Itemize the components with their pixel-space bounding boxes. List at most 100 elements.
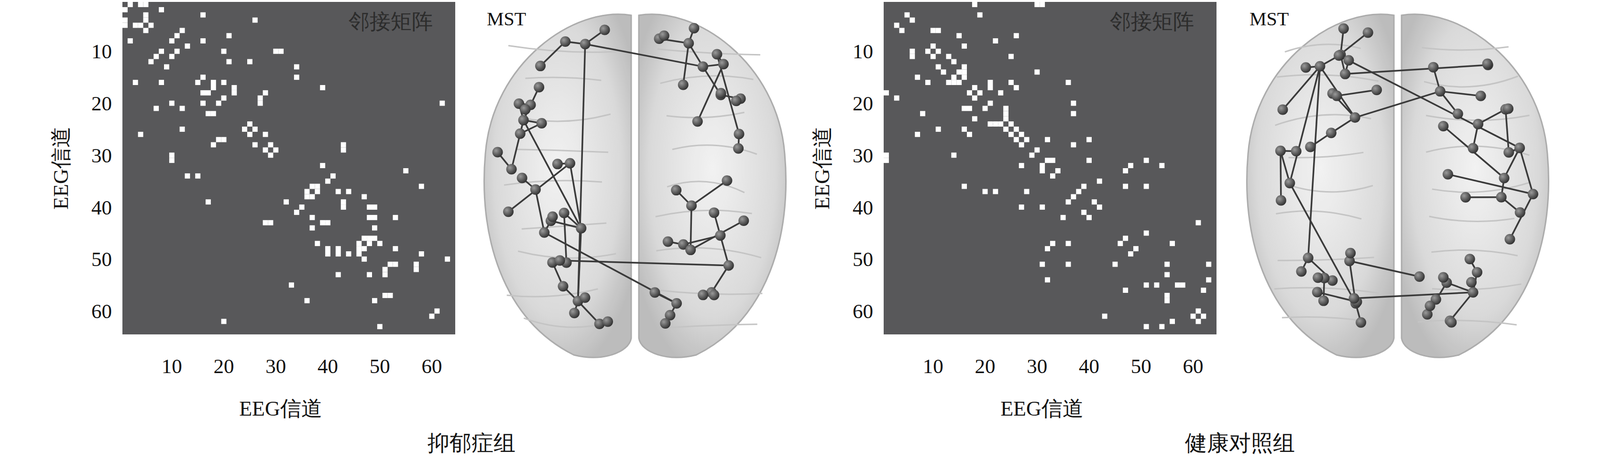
electrode-node bbox=[697, 61, 709, 72]
adjacency-dot bbox=[1065, 199, 1072, 205]
adjacency-dot bbox=[393, 215, 399, 221]
mst-edge bbox=[559, 260, 729, 266]
adjacency-dot bbox=[372, 204, 378, 210]
adjacency-dot bbox=[1180, 282, 1186, 288]
axis-tick: 40 bbox=[1078, 356, 1100, 377]
adjacency-dot bbox=[319, 163, 326, 169]
electrode-node bbox=[558, 208, 570, 219]
adjacency-dot bbox=[1008, 131, 1014, 138]
electrode-node bbox=[1333, 50, 1345, 61]
mst-edge bbox=[523, 120, 582, 229]
adjacency-dot bbox=[925, 79, 931, 86]
adjacency-dot bbox=[185, 173, 191, 179]
adjacency-dot bbox=[1034, 1, 1040, 8]
adjacency-dot bbox=[956, 69, 962, 75]
adjacency-dot bbox=[138, 22, 144, 29]
adjacency-dot bbox=[1060, 215, 1066, 221]
adjacency-dot bbox=[992, 121, 998, 127]
electrode-node bbox=[692, 116, 703, 127]
adjacency-dot bbox=[393, 246, 399, 252]
electrode-node bbox=[659, 318, 671, 329]
adjacency-dot bbox=[418, 251, 425, 257]
adjacency-dot bbox=[309, 184, 316, 190]
adjacency-dot bbox=[132, 22, 139, 29]
adjacency-dot bbox=[127, 1, 133, 8]
brain-mst bbox=[483, 14, 1549, 358]
brain-gyrus bbox=[660, 76, 754, 84]
adjacency-dot bbox=[961, 69, 967, 75]
electrode-node bbox=[1371, 84, 1382, 96]
adjacency-dot bbox=[434, 308, 440, 315]
adjacency-dot bbox=[1008, 54, 1014, 60]
adjacency-dot bbox=[143, 12, 149, 18]
adjacency-dot bbox=[319, 85, 326, 91]
electrode-node bbox=[1503, 147, 1514, 158]
matrix-background bbox=[122, 1, 456, 335]
adjacency-dot bbox=[1075, 189, 1082, 195]
mst-edge bbox=[578, 43, 586, 302]
adjacency-dot bbox=[221, 318, 227, 325]
adjacency-dot bbox=[241, 126, 248, 132]
electrode-node bbox=[731, 95, 742, 107]
adjacency-dot bbox=[335, 246, 341, 252]
electrode-node bbox=[678, 79, 689, 90]
adjacency-dot bbox=[1096, 204, 1103, 210]
electrode-node bbox=[503, 206, 514, 218]
adjacency-dot bbox=[340, 199, 347, 205]
adjacency-dot bbox=[1122, 168, 1129, 174]
mst-edge bbox=[1354, 292, 1474, 299]
adjacency-dot bbox=[1050, 173, 1056, 179]
adjacency-dot bbox=[169, 38, 175, 44]
adjacency-dot bbox=[247, 121, 253, 127]
adjacency-dot bbox=[185, 43, 191, 49]
adjacency-dot bbox=[200, 74, 206, 80]
electrode-node bbox=[715, 87, 727, 99]
adjacency-dot bbox=[294, 64, 300, 70]
electrode-node bbox=[662, 236, 674, 248]
mst-edge bbox=[1519, 148, 1534, 195]
adjacency-dot bbox=[372, 225, 378, 231]
adjacency-dot bbox=[387, 262, 394, 268]
adjacency-dot bbox=[268, 142, 274, 148]
adjacency-dot bbox=[122, 17, 128, 23]
electrode-node bbox=[1499, 173, 1510, 184]
axis-label: EEG信道 bbox=[811, 126, 833, 210]
mst-edges bbox=[1280, 28, 1534, 323]
adjacency-dot bbox=[1029, 152, 1035, 158]
brain-gyrus bbox=[1286, 184, 1373, 193]
electrode-node bbox=[1466, 277, 1477, 288]
electrode-node bbox=[685, 244, 696, 256]
adjacency-dot bbox=[930, 54, 936, 60]
adjacency-dot bbox=[413, 267, 419, 273]
mst-edge bbox=[690, 205, 692, 251]
adjacency-dot bbox=[216, 137, 222, 143]
electrode-node bbox=[516, 172, 528, 184]
electrode-node bbox=[1514, 142, 1525, 154]
adjacency-dot bbox=[1050, 157, 1056, 164]
adjacency-dot bbox=[1195, 308, 1202, 315]
adjacency-dot bbox=[169, 152, 175, 158]
adjacency-dot bbox=[956, 32, 962, 39]
adjacency-dot bbox=[231, 90, 237, 96]
adjacency-dot bbox=[951, 74, 957, 80]
adjacency-dot bbox=[1008, 79, 1014, 86]
adjacency-dot bbox=[1008, 121, 1014, 127]
electrode-node bbox=[1471, 267, 1483, 278]
adjacency-dot bbox=[325, 178, 331, 185]
adjacency-dot bbox=[1200, 287, 1206, 294]
adjacency-dot bbox=[138, 131, 144, 138]
adjacency-dot bbox=[346, 189, 352, 195]
adjacency-dot bbox=[1013, 85, 1020, 91]
adjacency-dot bbox=[309, 225, 316, 231]
mst-edge bbox=[1336, 89, 1377, 96]
adjacency-dot bbox=[304, 189, 310, 195]
electrode-node bbox=[515, 128, 526, 140]
adjacency-dot bbox=[1205, 262, 1212, 268]
adjacency-dot bbox=[1071, 142, 1077, 148]
electrode-node bbox=[564, 158, 576, 169]
electrode-node bbox=[1446, 317, 1457, 329]
mst-edge bbox=[1505, 109, 1510, 153]
brain-gyrus bbox=[657, 49, 761, 55]
adjacency-dot bbox=[132, 79, 139, 86]
adjacency-dot bbox=[966, 106, 973, 112]
